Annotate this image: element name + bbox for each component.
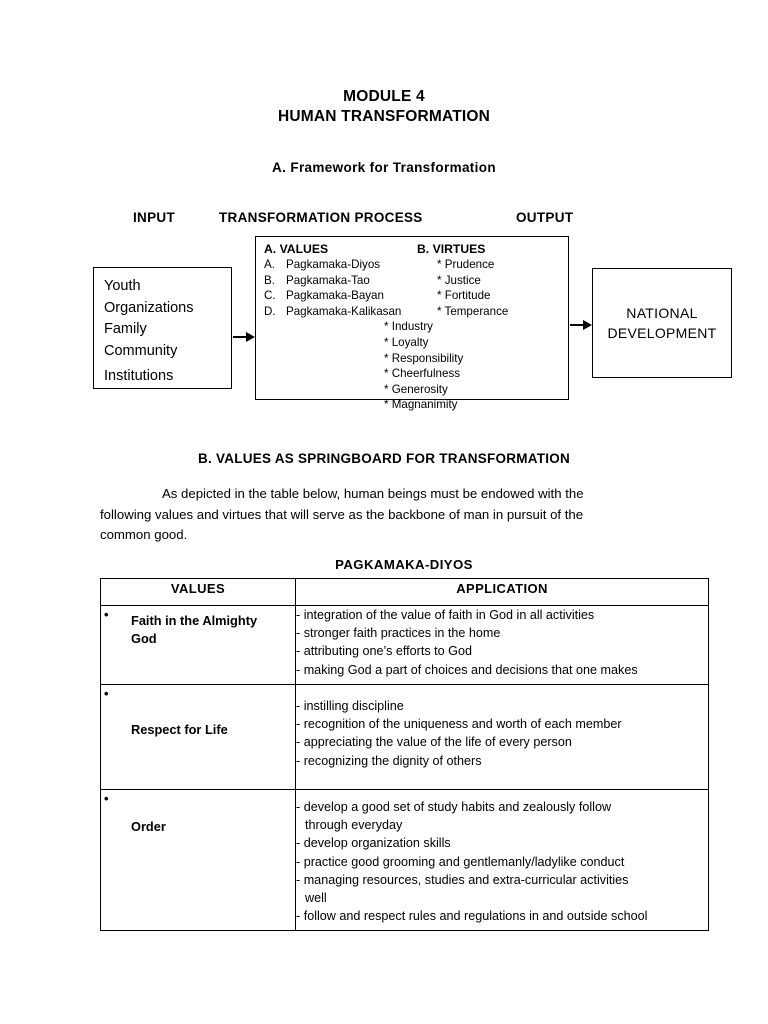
process-row-3: C. Pagkamaka-Bayan * Fortitude (264, 289, 568, 305)
output-line-national: NATIONAL (626, 305, 698, 321)
output-line-development: DEVELOPMENT (607, 325, 717, 341)
arrow-head-icon (583, 320, 592, 330)
value-cell-order: • Order (100, 789, 296, 931)
paragraph-text: As depicted in the table below, human be… (100, 486, 584, 542)
process-row-7: * Responsibility (264, 352, 568, 368)
value-text: Respect for Life (131, 722, 228, 737)
virtue-prudence: * Prudence (437, 258, 495, 271)
value-label-wrapper: • Order (101, 790, 295, 836)
application-line: - develop organization skills (296, 836, 451, 851)
virtue-responsibility: * Responsibility (384, 351, 464, 365)
application-line: - instilling discipline (296, 699, 404, 713)
application-line: well (305, 891, 327, 906)
value-label-wrapper: • Respect for Life (101, 685, 295, 739)
value-cell-respect: • Respect for Life (100, 684, 296, 790)
process-row-4: D. Pagkamaka-Kalikasan * Temperance (264, 305, 568, 321)
value-item-b: B. Pagkamaka-Tao (264, 274, 370, 287)
value-letter-b: B. (264, 273, 275, 287)
output-box-text: NATIONAL DEVELOPMENT (607, 303, 716, 343)
application-line: - stronger faith practices in the home (296, 626, 501, 641)
table-title: PAGKAMAKA-DIYOS (335, 557, 473, 572)
column-header-application: APPLICATION (295, 578, 709, 606)
input-line-institutions: Institutions (104, 368, 174, 384)
arrow-head-icon (246, 332, 255, 342)
section-b-paragraph: As depicted in the table below, human be… (100, 484, 634, 546)
input-line-youth: Youth (104, 278, 141, 294)
application-cell-respect: - instilling discipline - recognition of… (295, 684, 709, 790)
value-letter-d: D. (264, 304, 276, 318)
application-line: - recognition of the uniqueness and wort… (296, 717, 622, 732)
value-letter-c: C. (264, 289, 276, 303)
output-box: NATIONAL DEVELOPMENT (592, 268, 732, 378)
input-line-community: Community (104, 342, 178, 359)
arrow-shaft (570, 324, 584, 326)
application-line: - recognizing the dignity of others (296, 753, 482, 768)
virtue-fortitude: * Fortitude (437, 289, 491, 303)
application-line: - appreciating the value of the life of … (296, 735, 572, 750)
application-line: - develop a good set of study habits and… (296, 800, 612, 814)
process-row-8: * Cheerfulness (264, 367, 568, 383)
virtues-heading: B. VIRTUES (417, 242, 486, 256)
application-line: - attributing one’s efforts to God (296, 644, 472, 659)
virtue-industry: * Industry (384, 320, 433, 334)
application-line: - making God a part of choices and decis… (296, 662, 638, 677)
application-line: - follow and respect rules and regulatio… (296, 909, 648, 924)
value-item-d: D. Pagkamaka-Kalikasan (264, 305, 401, 318)
value-text-a: Pagkamaka-Diyos (286, 258, 381, 271)
virtue-magnanimity: * Magnanimity (384, 398, 458, 412)
virtue-temperance: * Temperance (437, 304, 509, 318)
value-text-c: Pagkamaka-Bayan (286, 289, 384, 303)
bullet-icon: • (104, 607, 109, 622)
section-b-heading: B. VALUES AS SPRINGBOARD FOR TRANSFORMAT… (197, 451, 570, 466)
input-line-organizations: Organizations (104, 299, 194, 316)
values-heading: A. VALUES (264, 242, 329, 256)
document-title-module: MODULE 4 (343, 88, 425, 105)
process-row-5: * Industry (264, 320, 568, 336)
transformation-process-box: A. VALUES B. VIRTUES A. Pagkamaka-Diyos *… (255, 236, 569, 411)
application-cell-order: - develop a good set of study habits and… (295, 789, 709, 931)
virtue-loyalty: * Loyalty (384, 335, 429, 349)
application-line: through everyday (305, 818, 403, 833)
process-row-1: A. Pagkamaka-Diyos * Prudence (264, 258, 568, 274)
virtue-justice: * Justice (437, 273, 481, 287)
value-item-a: A. Pagkamaka-Diyos (264, 258, 380, 271)
section-a-heading: A. Framework for Transformation (272, 160, 496, 175)
document-title-subject: HUMAN TRANSFORMATION (277, 108, 491, 125)
value-text: Order (131, 819, 166, 834)
process-box-headings: A. VALUES B. VIRTUES (264, 242, 568, 258)
input-line-family: Family (104, 321, 147, 337)
column-header-values: VALUES (100, 578, 296, 606)
virtue-generosity: * Generosity (384, 382, 448, 396)
bullet-icon: • (104, 791, 109, 806)
arrow-shaft (233, 336, 247, 338)
input-box: Youth Organizations Family Community Ins… (93, 267, 232, 389)
value-text-d: Pagkamaka-Kalikasan (286, 304, 402, 318)
application-line: - managing resources, studies and extra-… (296, 872, 629, 887)
process-row-6: * Loyalty (264, 336, 568, 352)
virtue-cheerfulness: * Cheerfulness (384, 367, 461, 381)
bullet-icon: • (104, 686, 109, 701)
table-header-row: VALUES APPLICATION (100, 578, 709, 606)
application-cell-faith: - integration of the value of faith in G… (295, 605, 709, 685)
table-row: • Respect for Life - instilling discipli… (100, 684, 709, 790)
application-line: - practice good grooming and gentlemanly… (296, 854, 625, 869)
value-letter-a: A. (264, 258, 275, 271)
process-row-10: * Magnanimity (264, 398, 568, 414)
process-row-9: * Generosity (264, 383, 568, 399)
application-line: - integration of the value of faith in G… (296, 608, 595, 622)
process-row-2: B. Pagkamaka-Tao * Justice (264, 274, 568, 290)
transformation-framework-diagram: INPUT TRANSFORMATION PROCESS OUTPUT Yout… (0, 0, 768, 420)
table-row: • Order - develop a good set of study ha… (100, 789, 709, 931)
value-item-c: C. Pagkamaka-Bayan (264, 289, 384, 302)
values-application-table: VALUES APPLICATION • Faith in the Almigh… (100, 578, 709, 931)
value-text-b: Pagkamaka-Tao (286, 273, 370, 287)
flow-label-input: INPUT (133, 210, 175, 225)
flow-label-output: OUTPUT (516, 210, 574, 225)
flow-label-process: TRANSFORMATION PROCESS (219, 210, 423, 225)
